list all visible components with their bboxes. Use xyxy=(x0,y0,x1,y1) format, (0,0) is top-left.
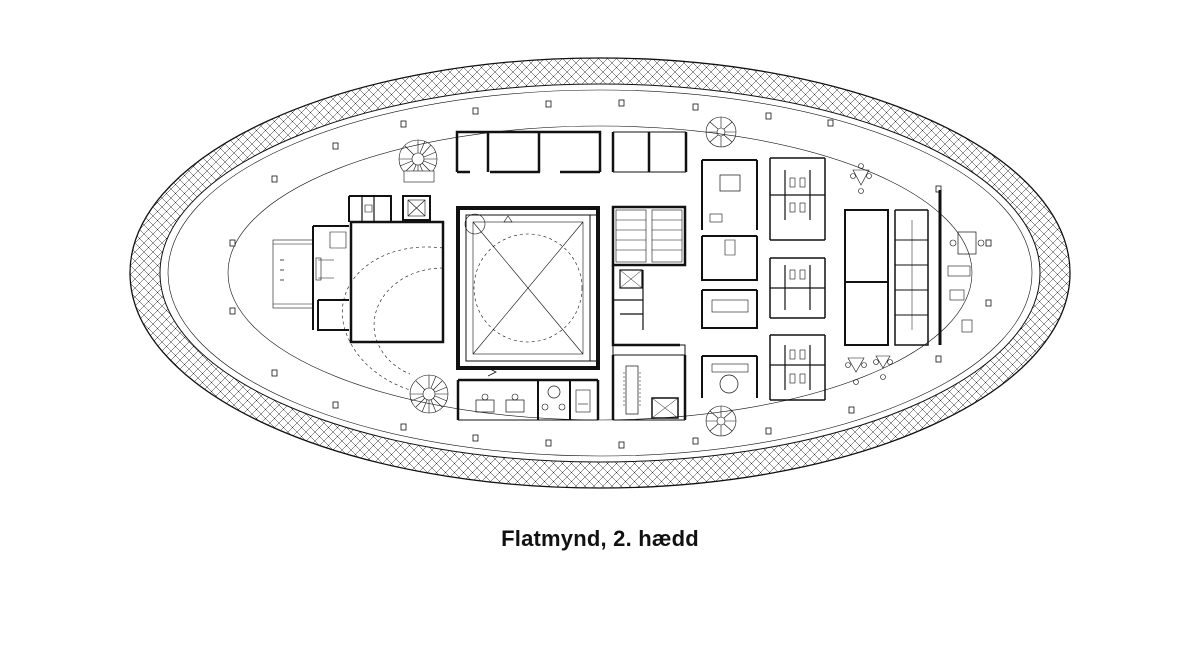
spiral-stair-top-left xyxy=(398,139,438,183)
south-offices xyxy=(456,378,600,421)
service-core xyxy=(611,205,687,421)
figure-caption: Flatmynd, 2. hædd xyxy=(501,526,699,551)
floor-plan-drawing xyxy=(129,57,1071,489)
spiral-stair-bottom-center xyxy=(705,405,737,437)
spiral-stair-top-center xyxy=(705,116,737,148)
lounge-furniture xyxy=(845,163,893,385)
top-room-row xyxy=(455,130,688,174)
office-blocks-east xyxy=(769,157,826,401)
central-atrium xyxy=(456,206,600,377)
west-wing xyxy=(272,195,445,344)
east-wing-rooms xyxy=(844,190,985,346)
facade-lattice-ring xyxy=(129,57,1071,489)
spiral-stair-bottom-left xyxy=(409,374,449,414)
circulation-dashed-path xyxy=(342,246,444,391)
inner-floor-edge xyxy=(227,125,973,421)
perimeter-columns xyxy=(229,99,992,449)
east-meeting-rooms xyxy=(701,159,758,398)
